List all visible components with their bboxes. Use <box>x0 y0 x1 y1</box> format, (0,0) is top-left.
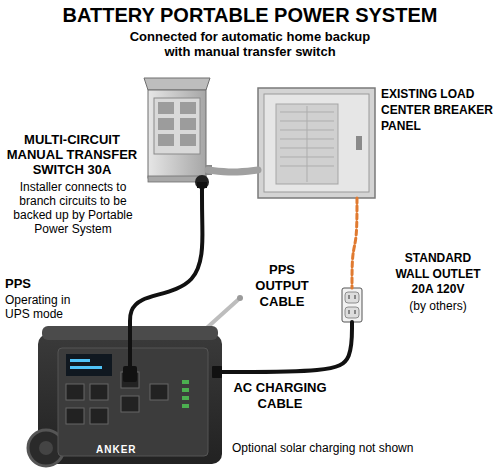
level-led <box>182 404 189 408</box>
breaker-panel-drawing <box>258 88 375 198</box>
panel-door <box>264 94 369 192</box>
panel-latch <box>356 136 362 150</box>
node-description: Operating in UPS mode <box>5 293 85 321</box>
level-led <box>182 388 189 392</box>
cable-label: AC CHARGING CABLE <box>228 380 332 412</box>
wall-outlet: STANDARD WALL OUTLET 20A 120V(by others) <box>342 288 362 322</box>
diagram-title: BATTERY PORTABLE POWER SYSTEM <box>0 3 500 27</box>
ac-socket <box>66 384 84 400</box>
output-plug <box>123 366 137 382</box>
node-description: Installer connects to branch circuits to… <box>6 180 140 236</box>
ac-socket <box>90 384 108 400</box>
handle-grip <box>237 295 243 301</box>
wheel-hub <box>39 441 53 455</box>
panel-box <box>258 88 375 198</box>
text-holder: STANDARD WALL OUTLET 20A 120V <box>388 251 488 298</box>
switch-breaker <box>180 102 196 114</box>
output-cable-stub <box>128 326 132 370</box>
text-holder: AC CHARGING CABLE <box>228 380 332 412</box>
brand-logo: ANKER <box>96 444 156 456</box>
text-holder: Optional solar charging not shown <box>232 441 462 455</box>
switch-body <box>148 90 206 178</box>
receptacle <box>345 307 359 318</box>
receptacle-slot <box>349 295 350 299</box>
text-holder: PPS OUTPUT CABLE <box>250 262 314 310</box>
switch-breaker <box>180 118 196 130</box>
level-led <box>182 380 189 384</box>
ac-socket <box>66 408 84 424</box>
cable-label: PPS OUTPUT CABLE <box>250 262 314 310</box>
display <box>66 354 112 376</box>
ac-socket <box>90 408 108 424</box>
text-holder: BATTERY PORTABLE POWER SYSTEM <box>0 3 500 27</box>
ac-socket <box>121 396 139 412</box>
breaker-panel: EXISTING LOAD CENTER BREAKER PANEL <box>258 88 375 198</box>
text-holder: (by others) <box>388 299 488 313</box>
node-heading: PPS <box>5 276 65 292</box>
house-wiring <box>352 198 357 288</box>
display-bar <box>70 359 90 362</box>
switch-breaker <box>158 134 174 146</box>
charging-cable <box>222 322 352 372</box>
text-holder: EXISTING LOAD CENTER BREAKER PANEL <box>381 86 495 134</box>
receptacle-slot <box>355 295 356 299</box>
switch-hood <box>144 78 210 90</box>
text-holder: PPS <box>5 276 65 292</box>
switch-window <box>154 98 200 154</box>
front-panel <box>58 348 208 456</box>
receptacle-slot <box>355 310 356 314</box>
node-heading: MULTI-CIRCUIT MANUAL TRANSFER SWITCH 30A <box>4 132 140 177</box>
wall-outlet-drawing <box>342 288 362 322</box>
usb-port <box>150 384 168 400</box>
node-heading: EXISTING LOAD CENTER BREAKER PANEL <box>381 86 495 134</box>
conduit <box>208 170 258 172</box>
text-holder: Connected for automatic home backup with… <box>122 29 378 59</box>
switch-breaker <box>158 118 174 130</box>
switch-breaker <box>158 102 174 114</box>
outlet-plate <box>342 288 362 322</box>
level-led <box>182 396 189 400</box>
text-holder: MULTI-CIRCUIT MANUAL TRANSFER SWITCH 30A <box>4 132 140 177</box>
transfer-switch-drawing <box>144 78 212 189</box>
text-holder: Operating in UPS mode <box>5 293 85 321</box>
output-cable <box>130 188 202 326</box>
receptacle <box>345 292 359 303</box>
text-holder: Installer connects to branch circuits to… <box>6 180 140 236</box>
subtitle: Connected for automatic home backup with… <box>122 29 378 59</box>
receptacle-slot <box>349 310 350 314</box>
node-heading: STANDARD WALL OUTLET 20A 120V <box>388 251 488 298</box>
node-note: (by others) <box>388 299 488 313</box>
switch-breaker <box>180 134 196 146</box>
note: Optional solar charging not shown <box>232 441 462 455</box>
transfer-switch: MULTI-CIRCUIT MANUAL TRANSFER SWITCH 30A… <box>146 78 208 188</box>
breaker-divider <box>307 106 308 182</box>
text-holder: ANKER <box>96 444 156 456</box>
panel-deadfront <box>276 104 338 184</box>
display-bar <box>70 366 102 369</box>
